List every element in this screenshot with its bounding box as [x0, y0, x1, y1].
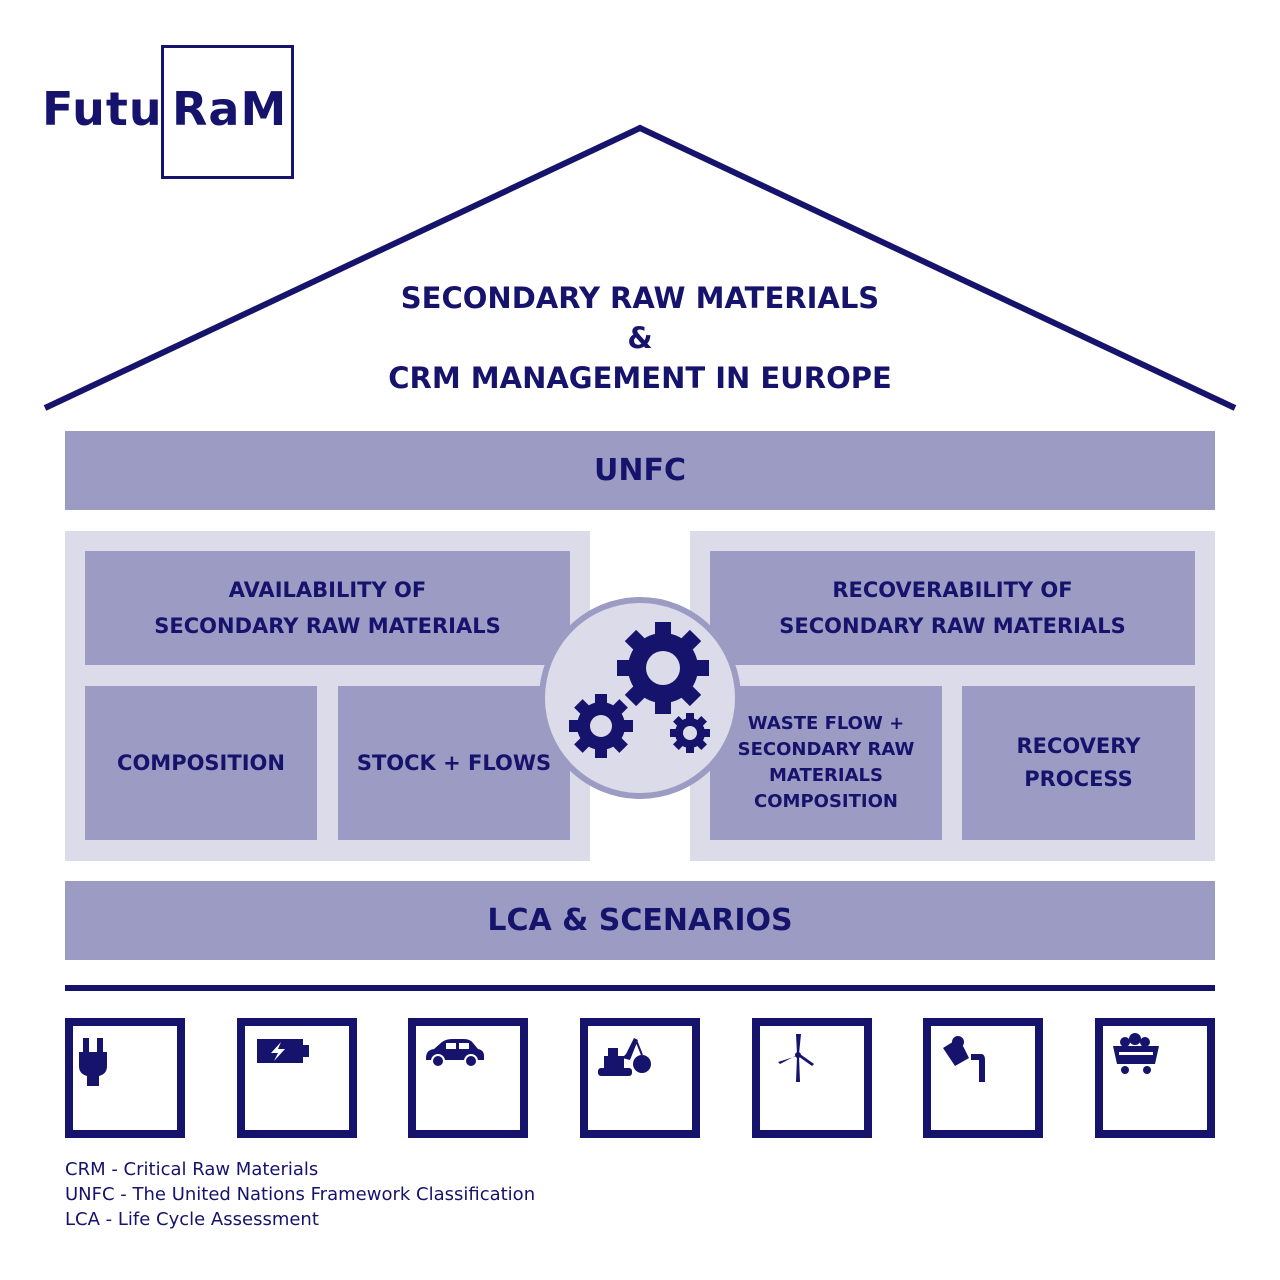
waste-flow-line2: SECONDARY RAW — [737, 739, 915, 760]
excavator-icon-box — [580, 1018, 700, 1138]
composition-box: COMPOSITION — [85, 686, 317, 840]
roof-title-line2: & — [627, 321, 653, 355]
stock-flows-box: STOCK + FLOWS — [338, 686, 570, 840]
legend: CRM - Critical Raw Materials UNFC - The … — [65, 1157, 535, 1232]
logo-boxed-text: RaM — [172, 82, 288, 136]
wind-turbine-icon-box — [752, 1018, 872, 1138]
availability-header-line2: SECONDARY RAW MATERIALS — [154, 614, 501, 638]
recoverability-header: RECOVERABILITY OF SECONDARY RAW MATERIAL… — [710, 551, 1195, 665]
recovery-process-line1: RECOVERY — [1016, 734, 1141, 758]
availability-header-line1: AVAILABILITY OF — [228, 578, 427, 602]
logo-left-text: Futu — [42, 82, 163, 136]
gears-icon — [539, 597, 741, 799]
recoverability-header-line2: SECONDARY RAW MATERIALS — [779, 614, 1126, 638]
recoverability-header-line1: RECOVERABILITY OF — [832, 578, 1073, 602]
legend-unfc: UNFC - The United Nations Framework Clas… — [65, 1184, 536, 1205]
roof-title: SECONDARY RAW MATERIALS & CRM MANAGEMENT… — [300, 278, 980, 398]
wind-turbine-icon — [778, 1034, 814, 1082]
roof-title-line3: CRM MANAGEMENT IN EUROPE — [388, 361, 892, 395]
ladle-icon-box — [923, 1018, 1043, 1138]
plug-icon-box — [65, 1018, 185, 1138]
waste-flow-line4: COMPOSITION — [754, 791, 898, 812]
legend-crm: CRM - Critical Raw Materials — [65, 1159, 319, 1180]
plug-icon — [79, 1038, 107, 1086]
roof-outline — [43, 124, 1237, 411]
mine-cart-icon-box — [1095, 1018, 1215, 1138]
recovery-process-box: RECOVERY PROCESS — [962, 686, 1195, 840]
waste-flow-line1: WASTE FLOW + — [747, 713, 905, 734]
unfc-bar: UNFC — [65, 431, 1215, 510]
logo-box — [161, 45, 294, 179]
recovery-process-line2: PROCESS — [1024, 767, 1133, 791]
waste-flow-box: WASTE FLOW + SECONDARY RAW MATERIALS COM… — [710, 686, 942, 840]
battery-icon-box — [237, 1018, 357, 1138]
roof-title-line1: SECONDARY RAW MATERIALS — [400, 281, 880, 315]
excavator-icon — [598, 1038, 651, 1076]
battery-icon — [257, 1039, 309, 1063]
foundation-line — [65, 985, 1215, 991]
lca-scenarios-bar: LCA & SCENARIOS — [65, 881, 1215, 960]
availability-header: AVAILABILITY OF SECONDARY RAW MATERIALS — [85, 551, 570, 665]
legend-lca: LCA - Life Cycle Assessment — [65, 1209, 319, 1230]
car-icon-box — [408, 1018, 528, 1138]
waste-flow-line3: MATERIALS — [769, 765, 883, 786]
mine-cart-icon — [1113, 1033, 1159, 1074]
ladle-icon — [943, 1036, 985, 1082]
car-icon — [426, 1039, 484, 1068]
